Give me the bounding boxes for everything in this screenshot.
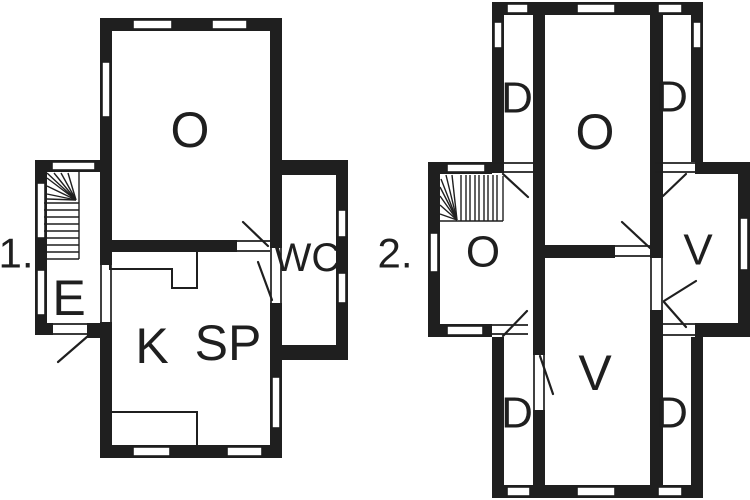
- plan1-room-label-sp: SP: [195, 315, 262, 371]
- plan2-windows: [429, 3, 749, 497]
- plan1-room-label-e: E: [52, 270, 85, 326]
- plan1-windows: [36, 19, 347, 457]
- plan1-labels: 1. O E K SP WC: [0, 102, 340, 374]
- plan2-room-label-v-right: V: [683, 226, 713, 275]
- plan2-room-label-d-top-left: D: [501, 74, 533, 123]
- plan2-room-label-o-top: O: [576, 104, 615, 160]
- plan1-staircase: [44, 172, 80, 260]
- plan2-door-openings: [492, 162, 695, 410]
- plan2-walls: [428, 2, 750, 498]
- plan2-room-label-v-center: V: [578, 345, 612, 401]
- plan1-number-label: 1.: [0, 230, 34, 277]
- plan2-room-label-d-top-right: D: [656, 73, 688, 122]
- plan2-number-label: 2.: [377, 230, 412, 277]
- plan2-room-label-o-landing: O: [466, 228, 500, 277]
- plan1-door-swings: [56, 220, 274, 364]
- plan1-fixtures: [109, 252, 198, 445]
- plan1: 1. O E K SP WC: [0, 18, 348, 458]
- plan2-room-label-d-bot-left: D: [501, 389, 533, 438]
- plan1-room-label-wc: WC: [274, 236, 341, 280]
- plan2: 2. D O D O V V D D: [377, 2, 750, 498]
- plan2-room-label-d-bot-right: D: [656, 389, 688, 438]
- plan2-staircase: [439, 174, 504, 222]
- plan1-room-label-k: K: [135, 318, 168, 374]
- plan1-room-label-o: O: [171, 102, 210, 158]
- plan2-door-swings: [501, 172, 698, 396]
- plan2-labels: 2. D O D O V V D D: [377, 73, 713, 438]
- plan1-door-openings: [53, 240, 282, 335]
